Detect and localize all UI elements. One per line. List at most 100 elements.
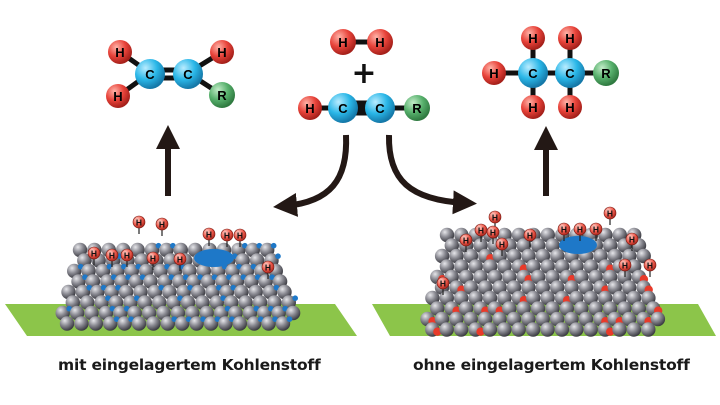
surface-hydrogen-label: H [177,255,183,265]
atom-r: R [404,95,430,121]
svg-text:H: H [489,66,498,81]
surface-hydrogen-atom [155,217,169,231]
embedded-carbon-dot [134,295,140,302]
svg-text:C: C [338,101,348,116]
atom-r: R [209,82,235,108]
surface-hydrogen-label: H [527,231,533,241]
atom-h: H [210,40,234,64]
catalyst-atom [497,322,512,337]
catalyst-atom [59,316,75,331]
catalyst-atom [540,322,555,337]
svg-text:C: C [528,66,538,81]
arrow-curve-left [273,134,350,217]
surface-hydrogen-label: H [206,230,212,240]
surface-hydrogen-label: H [490,228,496,238]
svg-text:H: H [528,31,537,46]
surface-hydrogen-label: H [499,240,505,250]
catalyst-atom [232,316,247,331]
molecule-hydrogen: H H [330,29,393,55]
embedded-carbon-dot [216,284,222,291]
surface-hydrogen-atom [474,223,488,237]
surface-hydrogen-atom [233,228,247,242]
svg-text:R: R [217,88,227,103]
catalyst-particle-right [420,227,666,337]
catalyst-atom [482,322,498,337]
catalyst-atom [569,322,584,337]
svg-text:H: H [528,100,537,115]
surface-hydrogen-atom [618,258,632,272]
surface-hydrogen-atom [495,237,509,251]
embedded-carbon-dot [177,295,183,302]
surface-hydrogen-label: H [647,261,653,271]
surface-hydrogen-label: H [150,254,156,264]
catalyst-atom [146,316,161,331]
surface-hydrogen-atom [523,228,537,242]
svg-text:H: H [375,35,384,50]
caption-with-embedded-carbon: mit eingelagertem Kohlenstoff [58,356,321,374]
surface-hydrogen-atom [557,222,571,236]
embedded-carbon-dot [115,284,121,291]
svg-text:H: H [305,101,314,116]
catalyst-atom [74,316,89,331]
svg-text:R: R [412,101,422,116]
catalyst-atom [160,316,175,331]
surface-hydrogen-label: H [440,279,446,289]
subsurface-hydrogen-dot [476,327,485,336]
surface-hydrogen-label: H [561,225,567,235]
catalyst-atom [626,322,642,337]
surface-hydrogen-label: H [622,261,628,271]
atom-c: C [518,58,548,88]
embedded-carbon-dot [100,284,107,291]
atom-h: H [521,95,545,119]
embedded-carbon-dot [230,284,237,291]
surface-hydrogen-label: H [237,231,243,241]
atom-c: C [135,59,165,89]
embedded-carbon-dot [273,284,280,291]
surface-hydrogen-atom [573,222,587,236]
svg-text:H: H [565,100,574,115]
svg-text:H: H [565,31,574,46]
atom-h: H [558,26,582,50]
surface-hydrogen-label: H [463,236,469,246]
svg-text:C: C [183,67,193,82]
surface-hydrogen-atom [220,228,234,242]
surface-hydrogen-atom [643,258,657,272]
atom-r: R [593,60,619,86]
surface-hydrogen-label: H [91,249,97,259]
svg-text:H: H [113,89,122,104]
surface-hydrogen-label: H [478,226,484,236]
catalyst-atom [218,316,233,331]
embedded-carbon-dot [292,295,299,302]
catalyst-atom [247,316,262,331]
embedded-carbon-dot [187,284,193,291]
catalyst-atom [439,322,454,337]
atom-h: H [521,26,545,50]
surface-hydrogen-atom [146,251,160,265]
surface-hydrogen-label: H [265,263,271,273]
atom-h: H [482,61,506,85]
surface-hydrogen-atom [486,225,500,239]
embedded-carbon-dot [275,253,281,259]
svg-text:H: H [115,45,124,60]
atom-c: C [328,93,358,123]
surface-hydrogen-label: H [124,251,130,261]
svg-text:C: C [145,67,155,82]
embedded-carbon-dot [286,316,293,323]
catalyst-atom [641,322,656,337]
surface-hydrogen-label: H [577,225,583,235]
surface-hydrogen-label: H [136,218,142,228]
catalyst-atom [511,322,526,337]
atom-h: H [106,84,130,108]
arrow-curve-right [385,134,477,215]
adsorbed-alkyne-right [559,236,597,254]
svg-text:C: C [375,101,385,116]
catalyst-atom [554,322,570,337]
embedded-carbon-dot [220,295,226,302]
embedded-carbon-dot [105,295,111,302]
catalyst-atom [117,316,132,331]
surface-hydrogen-atom [459,233,473,247]
